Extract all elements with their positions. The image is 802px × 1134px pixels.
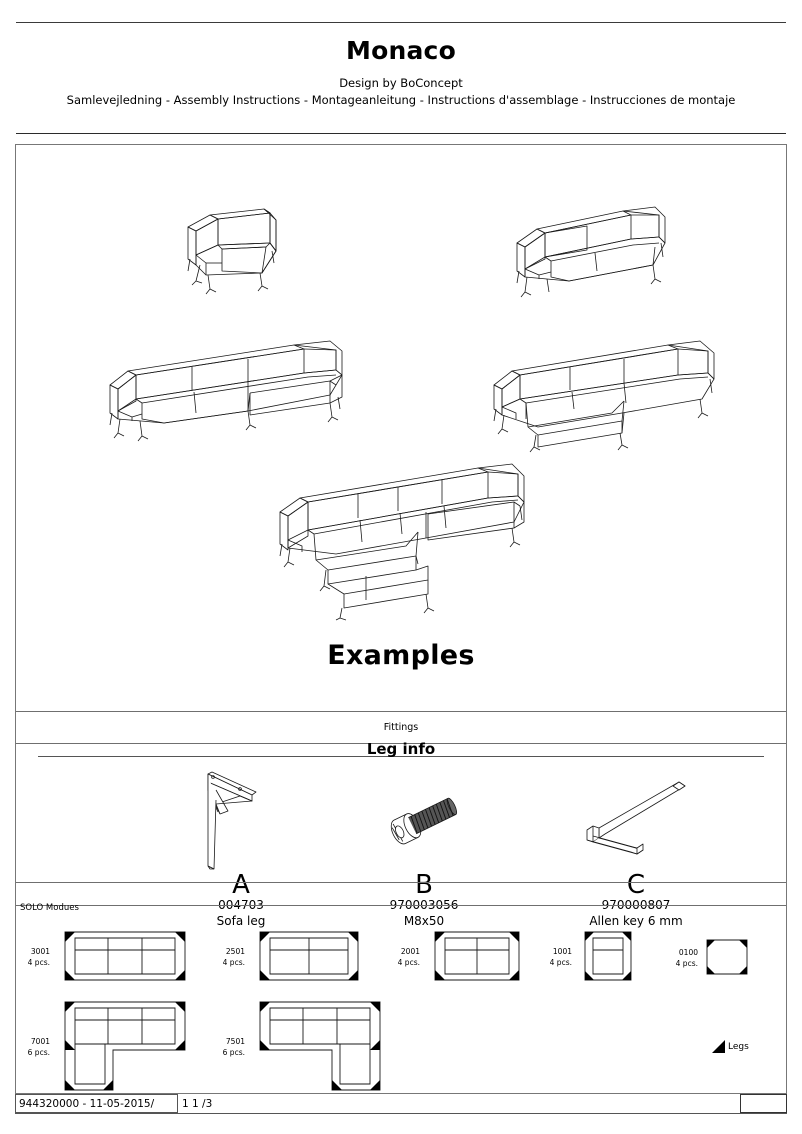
module-7001-code: 7001 [30,1037,50,1047]
header-top-rule [16,22,786,23]
page-number: 1 1 /3 [182,1097,213,1110]
leg-info-title: Leg info [366,740,436,758]
module-2501-label: 2501 4 pcs. [223,947,250,969]
fittings-header-divider [16,743,786,744]
module-0100-label: 0100 4 pcs. [676,948,703,970]
illustration-chaise-sectional-right [98,337,378,452]
module-2501-qty: 4 pcs. [222,958,245,967]
fittings-inner-rule [38,756,764,757]
illustration-u-shaped-sectional [266,460,566,621]
module-0100-code: 0100 [678,948,698,958]
module-3001: 3001 4 pcs. [28,930,195,986]
examples-caption: Examples [327,640,475,671]
sofa-leg-icon [207,771,257,870]
corner-triangle-icon [712,1040,725,1053]
module-1001: 1001 4 pcs. [550,930,639,986]
page-title: Monaco [346,36,456,65]
illustration-chaise-sectional-left [482,335,732,455]
module-2001-code: 2001 [400,947,420,957]
module-7001-label: 7001 6 pcs. [28,1037,55,1059]
module-0100-qty: 4 pcs. [675,959,698,968]
language-subtitle: Samlevejledning - Assembly Instructions … [66,93,736,107]
leg-info-bottom-divider [16,905,786,906]
fitting-letter-c: C [626,870,646,900]
module-3001-qty: 4 pcs. [27,958,50,967]
leg-info-top-divider [16,882,786,883]
module-1001-label: 1001 4 pcs. [550,947,577,969]
fitting-item-c: C 970000807 Allen key 6 mm [561,770,711,930]
footer-rule [15,1113,787,1114]
module-2501: 2501 4 pcs. [223,930,368,986]
legs-legend: Legs [712,1040,749,1053]
fittings-section-label: Fittings [383,722,419,733]
module-7501-label: 7501 6 pcs. [223,1037,250,1059]
allen-key-icon [586,781,686,855]
fitting-letter-b: B [415,870,433,900]
illustration-armchair [166,193,296,298]
module-7501-qty: 6 pcs. [222,1048,245,1057]
module-2001-label: 2001 4 pcs. [398,947,425,969]
legs-legend-label: Legs [728,1041,749,1052]
document-id-box: 944320000 - 11-05-2015/ [15,1094,178,1113]
module-7001-qty: 6 pcs. [27,1048,50,1057]
footer-empty-box [740,1094,787,1113]
module-2001: 2001 4 pcs. [398,930,529,986]
module-3001-code: 3001 [30,947,50,957]
designer-credit: Design by BoConcept [339,76,463,90]
illustration-two-seater-sofa [503,193,683,298]
module-1001-qty: 4 pcs. [549,958,572,967]
module-1001-code: 1001 [552,947,572,957]
fitting-item-a: A 004703 Sofa leg [176,770,306,930]
fitting-desc-c: Allen key 6 mm [589,913,683,928]
fitting-letter-a: A [232,870,250,900]
module-7001: 7001 6 pcs. [28,1000,197,1096]
module-7501-code: 7501 [225,1037,245,1047]
module-2001-qty: 4 pcs. [397,958,420,967]
fitting-desc-a: Sofa leg [216,913,266,928]
header-bottom-rule [16,133,786,134]
module-3001-label: 3001 4 pcs. [28,947,55,969]
solo-modules-label: SOLO Modues [20,903,79,913]
module-0100: 0100 4 pcs. [676,938,751,980]
module-7501: 7501 6 pcs. [223,1000,392,1096]
examples-section-divider [16,711,786,712]
module-2501-code: 2501 [225,947,245,957]
bolt-icon [390,797,458,845]
fitting-desc-b: M8x50 [403,913,445,928]
